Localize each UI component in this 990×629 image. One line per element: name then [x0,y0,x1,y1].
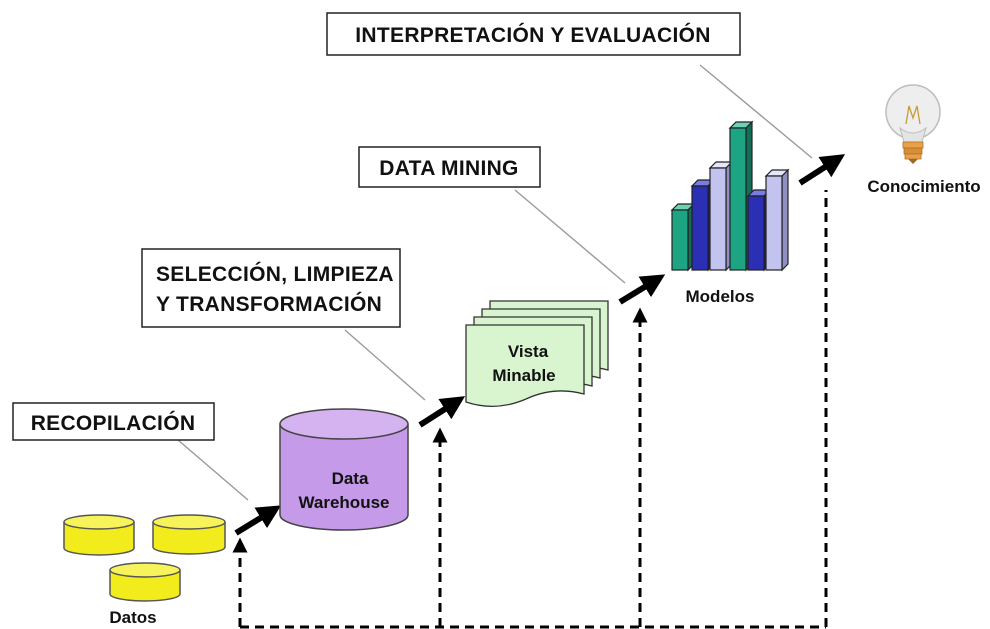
feedback-loop [232,190,828,629]
stage-label-seleccion-line2: Y TRANSFORMACIÓN [156,292,382,316]
arrow-warehouse-to-vista [418,396,466,428]
arrow-vista-to-modelos [618,274,666,305]
step-arrows [234,154,846,536]
datos-cylinders [63,514,226,602]
modelos-bar-3 [708,160,734,272]
datos-label: Datos [109,608,156,627]
vista-label-line2: Minable [492,366,555,385]
datos-cylinder-2 [152,514,226,555]
stage-box-recopilacion: RECOPILACIÓN [12,402,215,441]
pointer-seleccion [344,329,426,401]
stage-label-seleccion-line1: SELECCIÓN, LIMPIEZA [156,262,394,286]
modelos-bar-chart [670,120,790,272]
pointer-lines [177,64,813,501]
stage-label-recopilacion: RECOPILACIÓN [31,411,196,435]
conocimiento-label: Conocimiento [867,177,980,196]
pointer-recopilacion [177,439,249,501]
arrow-datos-to-warehouse [234,505,282,536]
pointer-data-mining [514,189,626,284]
modelos-bar-6 [764,168,790,272]
datos-cylinder-1 [63,514,135,556]
modelos-bar-1 [670,202,696,272]
lightbulb-icon [885,84,941,164]
stage-box-interpretacion: INTERPRETACIÓN Y EVALUACIÓN [326,12,741,56]
pointer-interpretacion [699,64,813,159]
stage-box-seleccion: SELECCIÓN, LIMPIEZA Y TRANSFORMACIÓN [141,248,401,328]
data-warehouse-cylinder [279,408,409,531]
stage-label-interpretacion: INTERPRETACIÓN Y EVALUACIÓN [355,23,710,47]
warehouse-label-line1: Data [332,469,369,488]
warehouse-label-line2: Warehouse [298,493,389,512]
vista-page-front [465,324,585,407]
stage-label-data-mining: DATA MINING [379,157,518,180]
vista-minable-pages [465,300,609,407]
vista-label-line1: Vista [508,342,549,361]
stage-box-data-mining: DATA MINING [358,146,541,188]
datos-cylinder-3 [109,562,181,602]
modelos-label: Modelos [686,287,755,306]
arrow-modelos-to-conocimiento [798,154,846,186]
